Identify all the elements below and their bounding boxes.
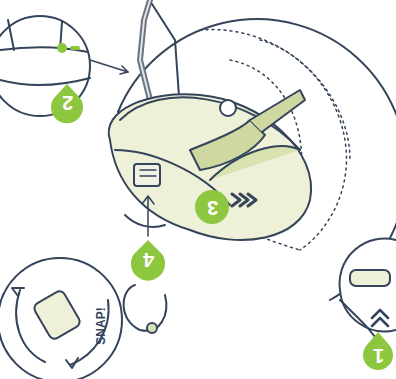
sound-label: SNAP! <box>94 307 106 344</box>
callout-number: 3 <box>207 198 218 218</box>
callout-number: 2 <box>62 93 73 113</box>
callout-number: 1 <box>373 346 384 366</box>
callout-number: 4 <box>143 250 154 270</box>
